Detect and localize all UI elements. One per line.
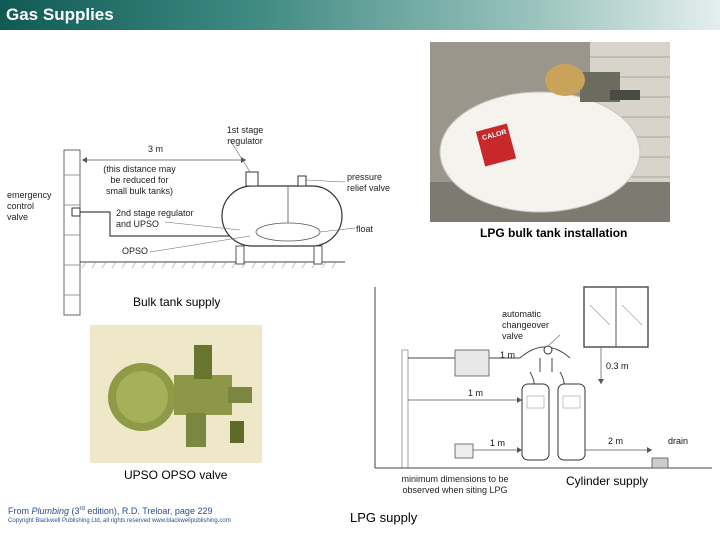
copyright-notice: Copyright Blackwell Publishing Ltd, all … [8,518,231,524]
valve-photo [90,325,262,463]
bulk-tank-caption: Bulk tank supply [133,295,221,309]
cylinder-left [521,383,550,461]
drain-icon [651,457,669,469]
lpg-tank-photo [430,42,670,222]
source-prefix: From [8,506,32,516]
cylinder-right [557,383,586,461]
emergency-valve-label: emergency control valve [7,190,52,222]
building-wall [63,149,81,316]
meter-box-icon [454,349,490,377]
relief-valve-icon [297,175,307,187]
regulator-1st-label: 1st stage regulator [226,125,264,146]
lpg-supply-caption: LPG supply [350,510,418,525]
page-title: Gas Supplies [6,5,114,24]
min-dimensions-label: minimum dimensions to be observed when s… [401,474,509,495]
changeover-valve-icon [543,345,553,355]
float-label: float [356,224,374,234]
pressure-relief-label: pressure relief valve [347,172,391,193]
lpg-tank-caption: LPG bulk tank installation [480,226,628,240]
source-edition-post: edition), R.D. Treloar, page 229 [84,506,213,516]
tank-body [439,91,641,213]
source-edition-pre: (3 [69,506,80,516]
valve-caption: UPSO OPSO valve [124,468,228,482]
dim-2m-label: 2 m [608,436,624,446]
opso-label: OPSO [122,246,149,256]
dim-3m-label: 3 m [148,144,164,154]
source-edition-sup: rd [79,506,85,512]
calor-logo-badge [475,123,517,167]
drain-label: drain [668,436,689,446]
source-citation: From Plumbing (3rd edition), R.D. Treloa… [8,506,212,516]
dim-03m-label: 0.3 m [606,361,629,371]
dim-1m-low-label: 1 m [490,438,506,448]
source-book: Plumbing [31,506,70,516]
dim-1m-mid-label: 1 m [468,388,484,398]
regulator-icon [245,171,259,187]
distance-note-label: (this distance may be reduced for small … [103,164,176,196]
air-brick-icon [454,443,474,459]
title-bar [0,0,720,30]
changeover-label: automatic changeover valve [502,309,550,341]
cylinder-supply-caption: Cylinder supply [566,474,649,488]
regulator-2nd-label: 2nd stage regulator and UPSO [116,208,194,229]
dim-1m-top-label: 1 m [500,350,516,360]
